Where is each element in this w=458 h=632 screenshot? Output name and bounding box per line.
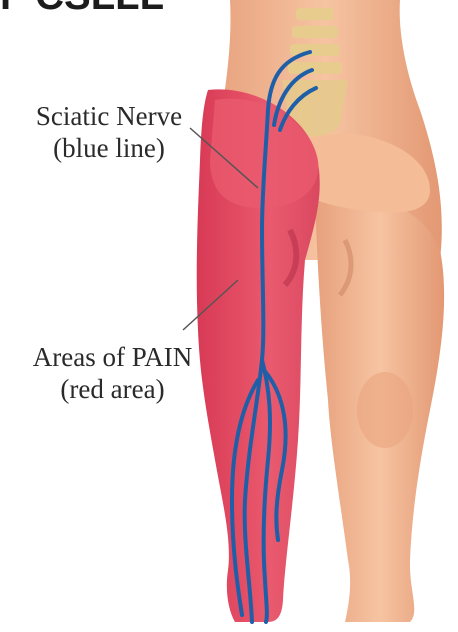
sciatic-nerve-label: Sciatic Nerve (blue line) (14, 100, 204, 164)
sciatic-nerve-title: Sciatic Nerve (14, 100, 204, 132)
pain-area-subtitle: (red area) (10, 373, 215, 405)
pain-area-label: Areas of PAIN (red area) (10, 341, 215, 405)
pain-area-title: Areas of PAIN (10, 341, 215, 373)
sciatic-nerve-subtitle: (blue line) (14, 132, 204, 164)
cropped-heading: Γ CSLLL (0, 0, 164, 19)
